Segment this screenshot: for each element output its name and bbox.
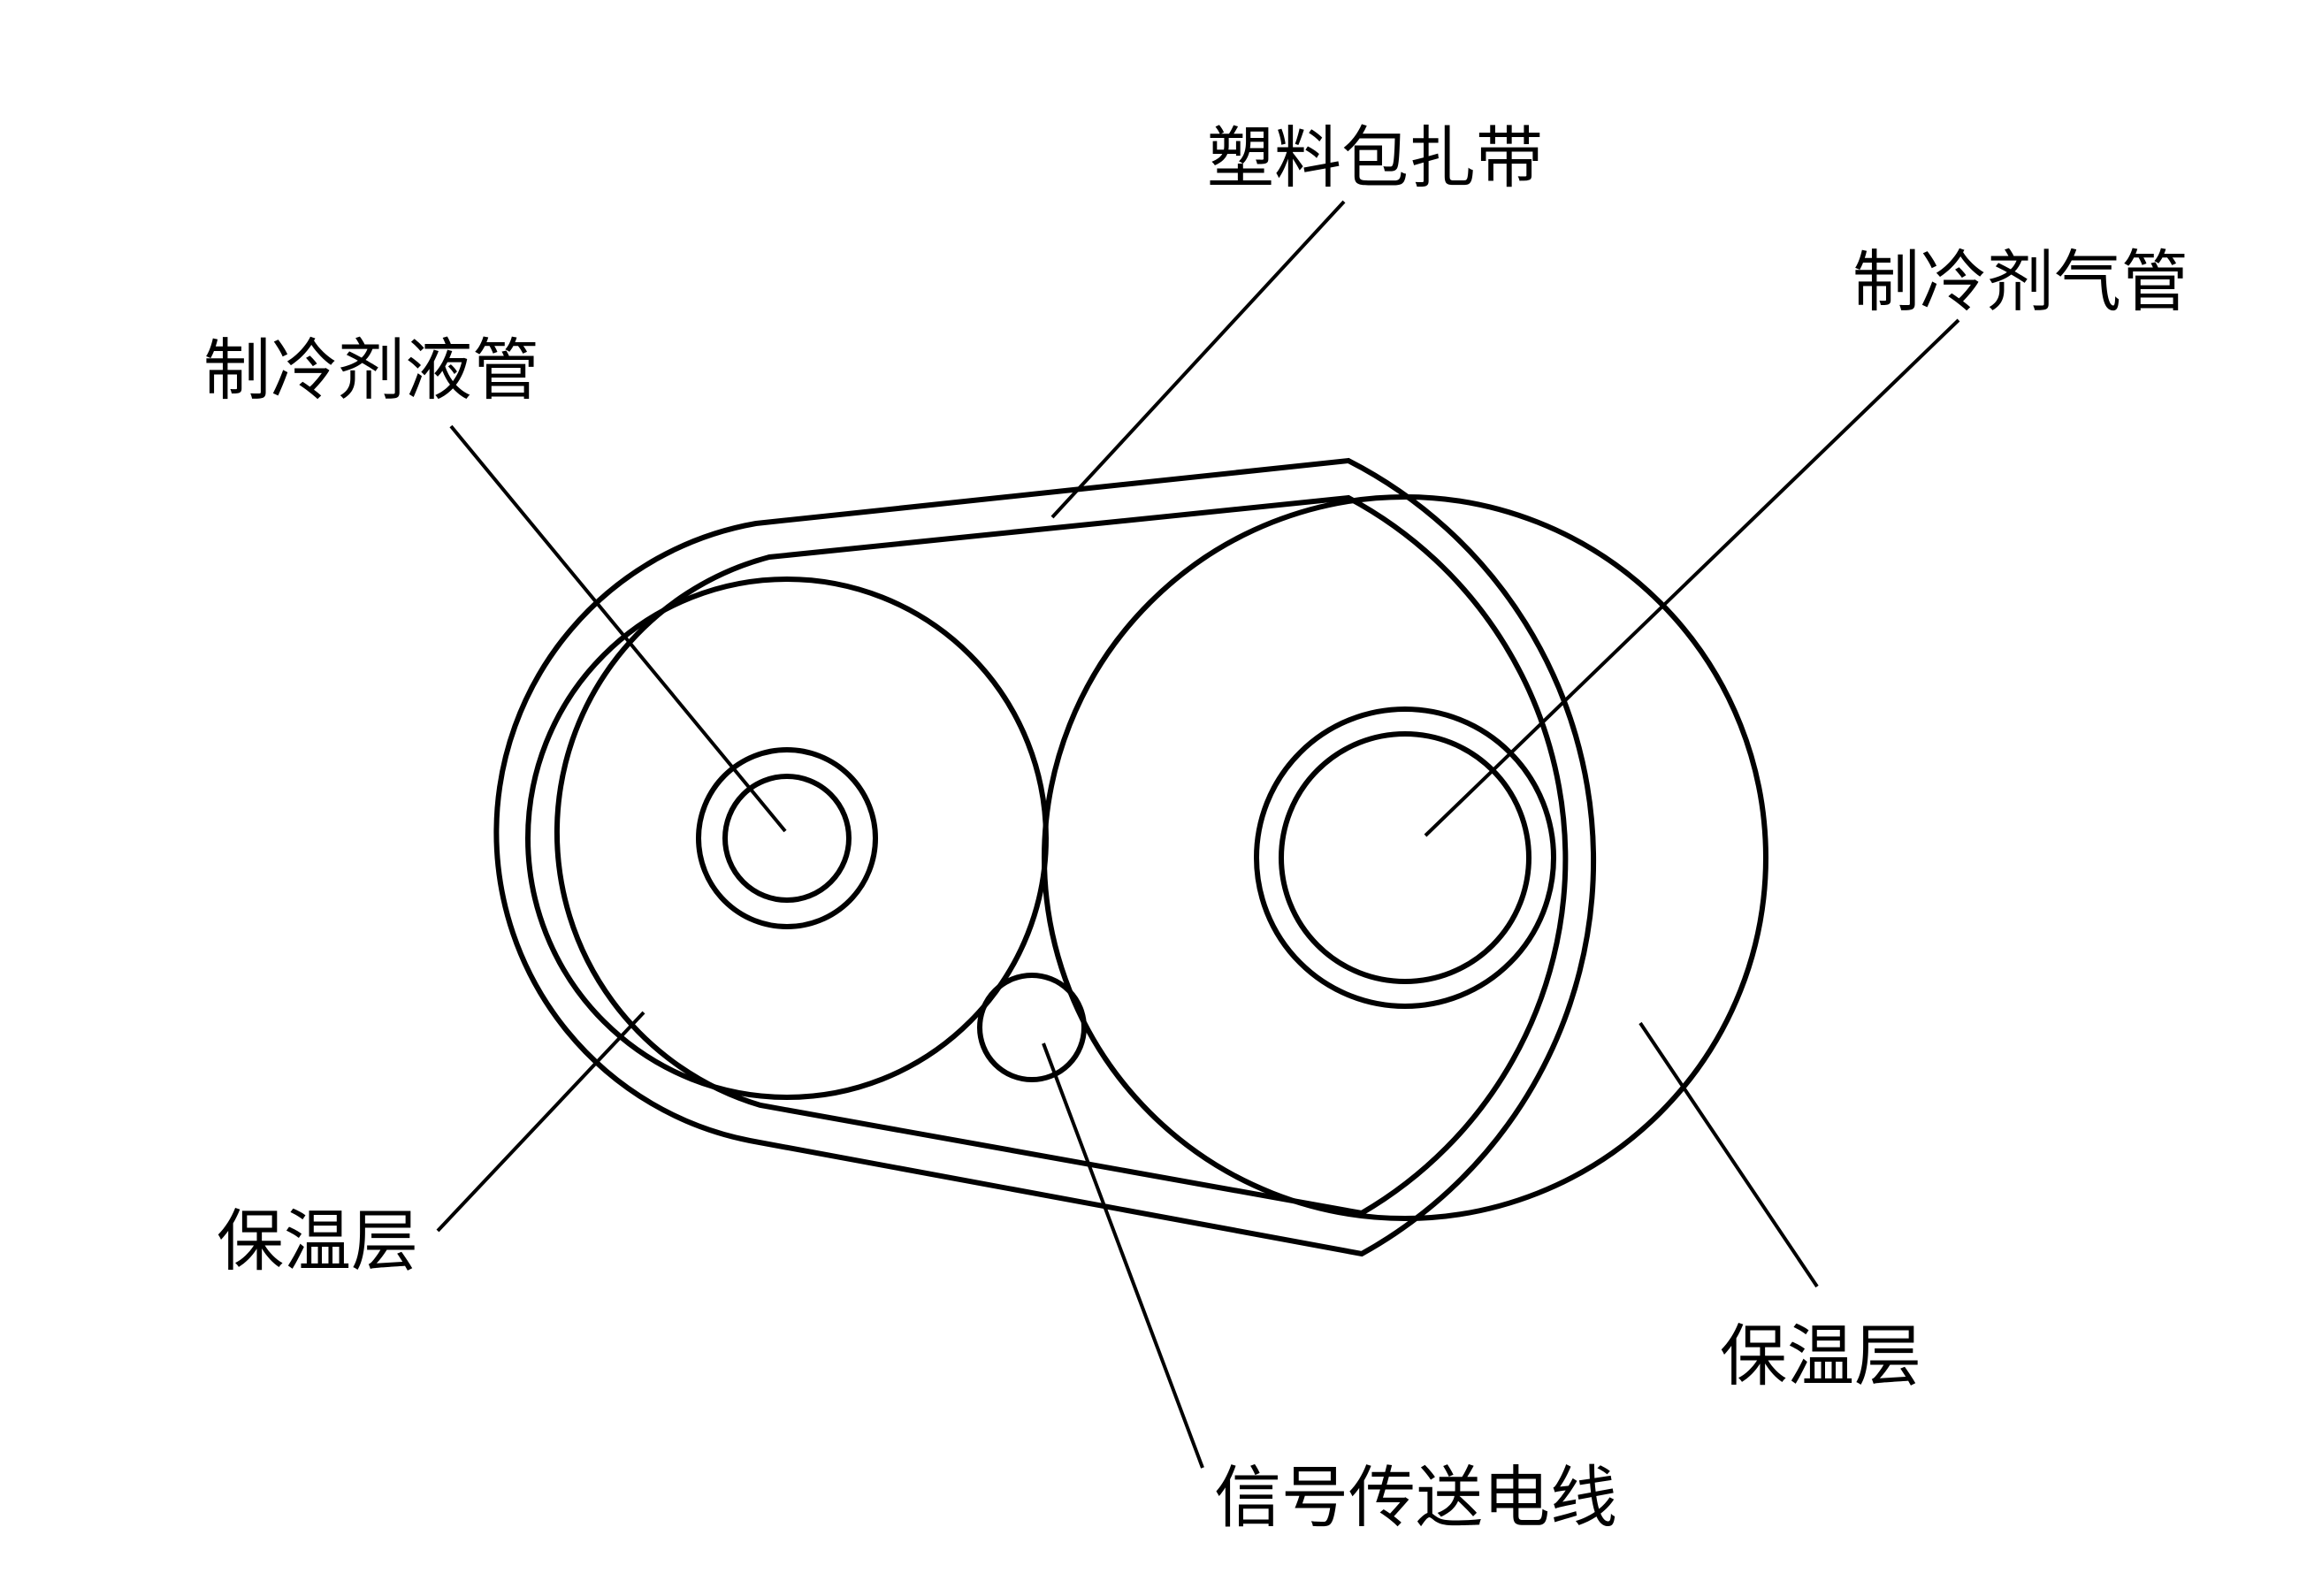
liquid-pipe-inner [722,774,852,903]
leader-signal-wire [1042,1042,1204,1469]
leader-insulation-right [1638,1021,1819,1288]
liquid-pipe-outer [696,747,878,929]
label-insulation-right: 保温层 [1720,1317,1921,1395]
left-insulation-circle [525,577,1049,1100]
label-signal-wire: 信号传送电线 [1214,1458,1617,1537]
leader-insulation-left [436,1011,645,1233]
wrap-band-inner [554,494,1569,1217]
label-insulation-left: 保温层 [217,1202,418,1280]
gas-pipe-inner [1279,731,1531,984]
label-gas-pipe: 制冷剂气管 [1852,242,2188,321]
label-liquid-pipe: 制冷剂液管 [203,331,539,409]
leader-wrap-band [1050,200,1346,519]
gas-pipe-outer [1254,706,1556,1009]
leader-gas-pipe [1424,318,1960,837]
signal-wire-circle [977,973,1087,1082]
wrap-band-outer [493,457,1597,1257]
leader-liquid-pipe [449,424,787,833]
label-wrap-band: 塑料包扎带 [1207,118,1543,197]
right-insulation-circle [1042,494,1768,1221]
